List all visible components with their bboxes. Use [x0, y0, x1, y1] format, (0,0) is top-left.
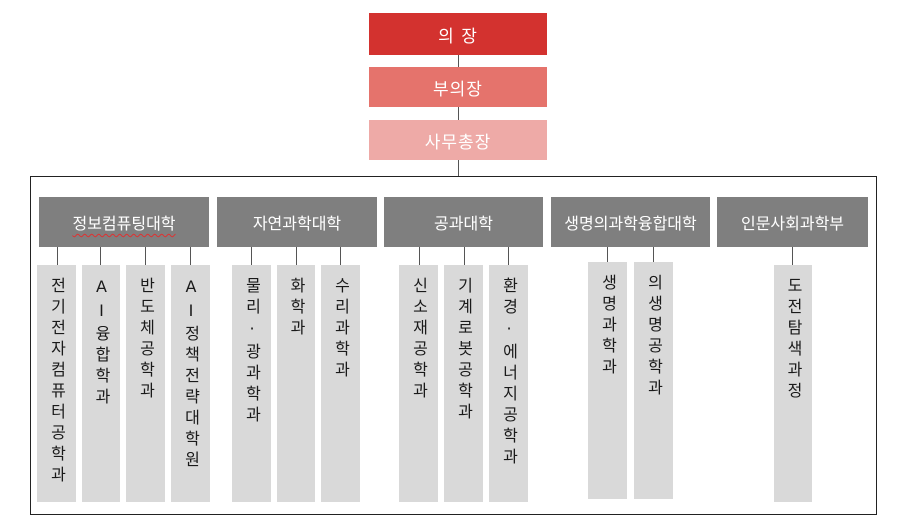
dept-label: AI융합학과	[92, 277, 111, 409]
dept-label: 기계로봇공학과	[454, 277, 474, 424]
dept-connector	[508, 247, 509, 265]
dept-environment-energy: 환경·에너지공학과	[489, 265, 528, 502]
dept-connector	[607, 247, 608, 262]
dept-life-sciences: 생명과학과	[588, 262, 627, 499]
dept-chemistry: 화학과	[277, 265, 315, 502]
college-header-life-science: 생명의과학융합대학	[551, 197, 710, 247]
dept-label: 의생명공학과	[644, 274, 664, 400]
dept-exploration-program: 도전탐색과정	[774, 265, 812, 502]
college-name: 공과대학	[434, 214, 493, 233]
dept-label: 환경·에너지공학과	[499, 277, 519, 469]
dept-connector	[340, 247, 341, 265]
dept-label: 화학과	[287, 277, 306, 340]
secretary-general-label: 사무총장	[424, 132, 492, 153]
dept-connector	[145, 247, 146, 265]
dept-connector	[792, 247, 793, 265]
dept-materials: 신소재공학과	[399, 265, 438, 502]
dept-connector	[251, 247, 252, 265]
college-header-engineering: 공과대학	[384, 197, 543, 247]
dept-label: 신소재공학과	[409, 277, 429, 403]
chair-box: 의 장	[369, 13, 547, 55]
dept-ai-convergence: AI융합학과	[82, 265, 120, 502]
college-name: 자연과학대학	[252, 214, 342, 233]
college-header-computing: 정보컴퓨팅대학	[39, 197, 209, 247]
college-name: 정보컴퓨팅대학	[72, 214, 176, 233]
college-header-natural-science: 자연과학대학	[217, 197, 377, 247]
dept-label: 도전탐색과정	[784, 277, 803, 403]
secretary-general-box: 사무총장	[369, 120, 547, 160]
dept-label: 반도체공학과	[136, 277, 156, 403]
dept-connector	[464, 247, 465, 265]
dept-connector	[296, 247, 297, 265]
connector-secretary-frame	[458, 160, 459, 176]
dept-connector	[653, 247, 654, 262]
dept-physics-photon: 물리·광과학과	[232, 265, 271, 502]
dept-connector	[57, 247, 58, 265]
dept-label: 생명과학과	[598, 274, 618, 379]
dept-mathematics: 수리과학과	[321, 265, 360, 502]
dept-electrical-computer: 전기전자컴퓨터공학과	[37, 265, 76, 502]
dept-connector	[419, 247, 420, 265]
connector-chair-vice	[458, 55, 459, 67]
dept-connector	[100, 247, 101, 265]
college-name: 생명의과학융합대학	[564, 214, 697, 233]
vice-chair-box: 부의장	[369, 67, 547, 107]
dept-connector	[190, 247, 191, 265]
dept-label: AI정책전략대학원	[181, 277, 201, 472]
chair-label: 의 장	[438, 26, 478, 47]
dept-label: 물리·광과학과	[242, 277, 262, 427]
college-name: 인문사회과학부	[740, 214, 845, 233]
vice-chair-label: 부의장	[433, 79, 483, 100]
dept-ai-policy-graduate: AI정책전략대학원	[171, 265, 210, 502]
dept-label: 수리과학과	[331, 277, 351, 382]
dept-label: 전기전자컴퓨터공학과	[47, 277, 67, 487]
dept-mechanical-robotics: 기계로봇공학과	[444, 265, 483, 502]
dept-biomedical-engineering: 의생명공학과	[634, 262, 673, 499]
college-header-humanities: 인문사회과학부	[717, 197, 868, 247]
dept-semiconductor: 반도체공학과	[126, 265, 165, 502]
connector-vice-secretary	[458, 107, 459, 120]
